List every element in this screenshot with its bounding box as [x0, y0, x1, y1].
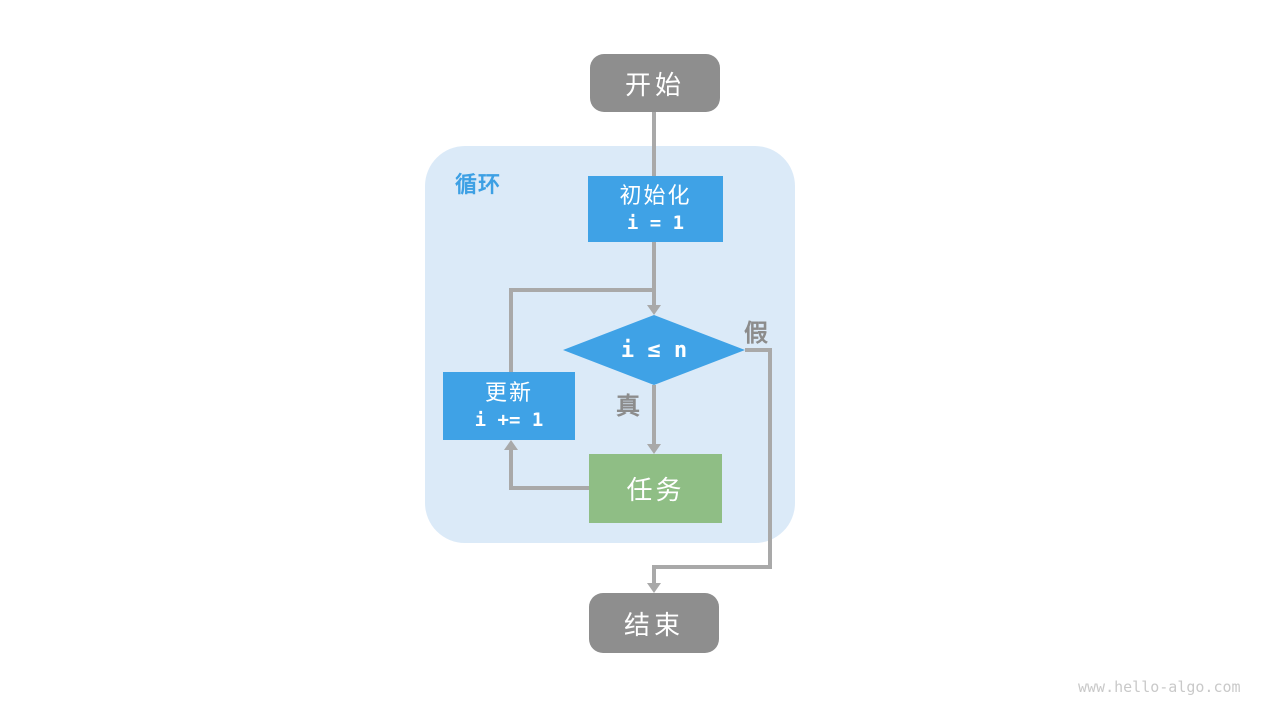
- init-process-node: 初始化 i = 1: [588, 176, 723, 242]
- update-process-node: 更新 i += 1: [443, 372, 575, 440]
- arrowhead-into-end: [647, 583, 661, 593]
- edge-condition-to-task: [652, 385, 656, 444]
- init-node-title: 初始化: [619, 183, 692, 209]
- update-node-code: i += 1: [474, 408, 544, 431]
- start-node-label: 开始: [624, 69, 685, 100]
- edge-task-to-update-horizontal: [509, 486, 589, 490]
- init-node-code: i = 1: [626, 211, 685, 234]
- arrowhead-into-condition: [647, 305, 661, 315]
- start-node: 开始: [590, 54, 720, 112]
- edge-false-horizontal-bottom: [652, 565, 772, 569]
- edge-false-horizontal-top: [745, 348, 772, 352]
- arrowhead-into-update: [504, 440, 518, 450]
- true-branch-label: 真: [616, 393, 640, 420]
- arrowhead-into-task: [647, 444, 661, 454]
- end-node: 结束: [589, 593, 719, 653]
- task-node-label: 任务: [626, 475, 685, 505]
- edge-update-feedback-vertical: [509, 288, 513, 372]
- task-process-node: 任务: [589, 454, 722, 523]
- edge-false-vertical-right: [768, 348, 772, 569]
- loop-container-label: 循环: [455, 172, 502, 197]
- end-node-label: 结束: [623, 609, 684, 640]
- update-node-title: 更新: [484, 380, 533, 406]
- false-branch-label: 假: [744, 320, 768, 347]
- edge-update-feedback-horizontal: [509, 288, 656, 292]
- edge-false-vertical-into-end: [652, 565, 656, 583]
- edge-task-to-update-vertical: [509, 450, 513, 490]
- condition-node-code: i ≤ n: [620, 337, 688, 363]
- edge-init-to-condition: [652, 242, 656, 305]
- edge-start-to-init: [652, 112, 656, 176]
- watermark-text: www.hello-algo.com: [1078, 678, 1241, 696]
